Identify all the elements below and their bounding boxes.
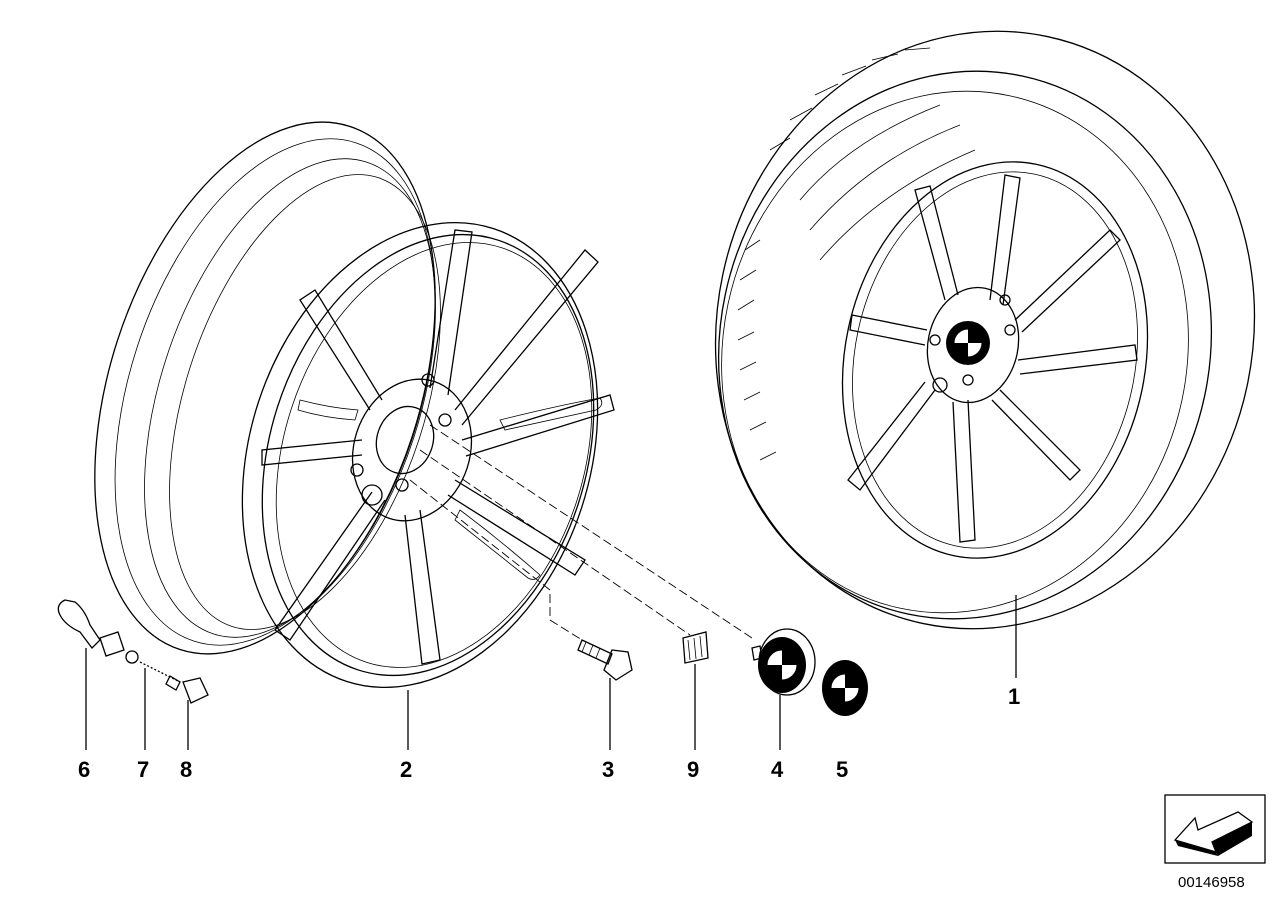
emblem-drawing	[822, 660, 868, 716]
wheel-tire-drawing	[714, 30, 1256, 630]
callout-6: 6	[78, 757, 90, 782]
badge-tag-drawing	[682, 631, 709, 664]
assembly-lines	[409, 424, 756, 641]
callout-8: 8	[180, 757, 192, 782]
callout-1: 1	[1008, 684, 1020, 709]
callout-3: 3	[602, 757, 614, 782]
callout-5: 5	[836, 757, 848, 782]
hub-cap-drawing	[751, 628, 816, 696]
callout-9: 9	[687, 757, 699, 782]
callout-4: 4	[771, 757, 784, 782]
leader-lines	[85, 595, 1017, 750]
drawing-number: 00146958	[1178, 874, 1245, 891]
callout-2: 2	[400, 757, 412, 782]
rim-drawing	[94, 121, 615, 689]
callout-labels: 1 2 3 4 5 6 7 8 9	[78, 684, 1020, 782]
valve-drawing	[57, 599, 209, 704]
arrow-icon	[1164, 794, 1266, 864]
callout-7: 7	[137, 757, 149, 782]
bolt-drawing	[577, 639, 633, 681]
